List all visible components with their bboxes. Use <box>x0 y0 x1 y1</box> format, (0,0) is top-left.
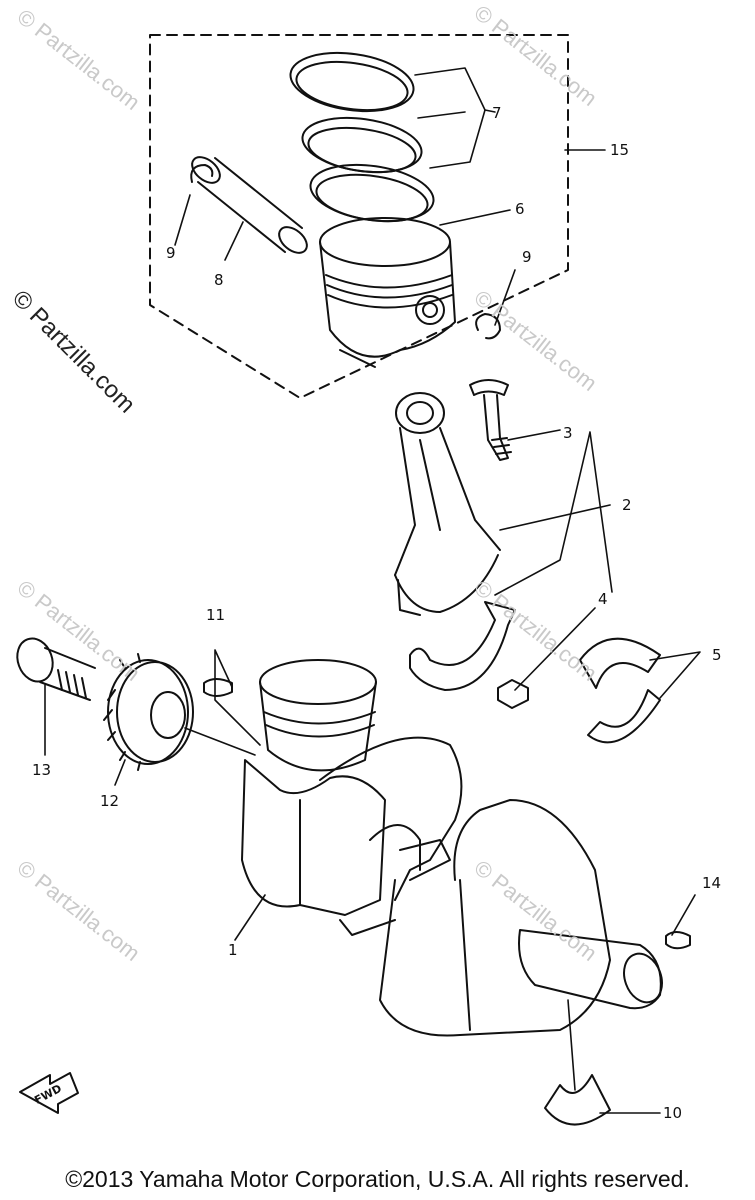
fwd-arrow <box>19 1072 79 1114</box>
woodruff-key-11 <box>203 678 233 697</box>
callout-11: 11 <box>206 606 225 624</box>
crank-bolt <box>16 637 96 701</box>
callout-1: 1 <box>228 941 238 959</box>
big-end-bearings <box>579 637 661 744</box>
callout-4: 4 <box>598 590 608 608</box>
callout-8: 8 <box>214 271 224 289</box>
callout-15: 15 <box>610 141 629 159</box>
piston-rings <box>289 51 435 223</box>
callout-13: 13 <box>32 761 51 779</box>
crankshaft <box>241 659 663 1037</box>
piston-pin <box>191 156 308 254</box>
piston-assembly-box <box>149 34 569 399</box>
callout-2: 2 <box>622 496 632 514</box>
copyright-notice: ©2013 Yamaha Motor Corporation, U.S.A. A… <box>65 1166 690 1192</box>
conrod-bolt <box>469 379 512 461</box>
crank-gear <box>103 653 194 771</box>
main-bearing <box>544 1074 611 1126</box>
callout-14: 14 <box>702 874 721 892</box>
leader-lines <box>44 67 701 1114</box>
rod-nut <box>497 679 529 709</box>
callout-6: 6 <box>515 200 525 218</box>
callout-10: 10 <box>663 1104 682 1122</box>
callout-9-right: 9 <box>522 248 532 266</box>
connecting-rod <box>394 392 501 616</box>
piston <box>319 217 456 368</box>
callout-9-left: 9 <box>166 244 176 262</box>
callout-5: 5 <box>712 646 722 664</box>
circlip-right <box>475 313 501 340</box>
callout-7: 7 <box>492 104 502 122</box>
callout-12: 12 <box>100 792 119 810</box>
callout-3: 3 <box>563 424 573 442</box>
rod-cap <box>409 601 516 691</box>
circlip-left <box>190 164 214 183</box>
woodruff-key-14 <box>665 931 691 950</box>
